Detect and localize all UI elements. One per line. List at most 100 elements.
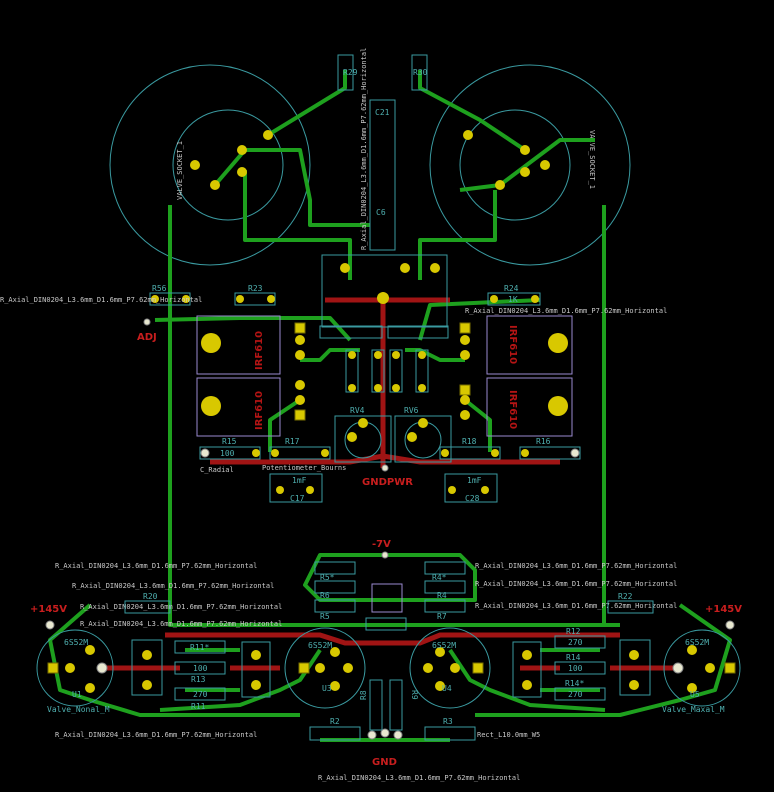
coupling-capacitors[interactable] [131, 639, 651, 698]
resistor-row-lower[interactable]: R15 100 R17 R18 R16 C_Radial Potentiomete… [199, 437, 581, 474]
footprint-label: R_Axial_DIN0204_L3.6mm_D1.6mm_P7.62mm_Ho… [55, 731, 257, 739]
mosfet-irf610-2[interactable]: IRF610 [196, 377, 306, 437]
ref-label: R22 [618, 592, 633, 601]
valve-socket-left[interactable]: VALVE_SOCKET_1 [109, 64, 311, 266]
mosfet-irf610-4[interactable]: IRF610 [459, 377, 573, 437]
value-label: 6S52M [685, 638, 709, 647]
mosfet-irf610-1[interactable]: IRF610 [196, 315, 306, 375]
footprint-label: R_Axial_DIN0204_L3.6mm_D1.6mm_P7.62mm_Ho… [465, 307, 667, 315]
net-label-adj: ADJ [137, 332, 157, 343]
capacitor-c17[interactable]: 1mF C17 [269, 473, 323, 503]
value-label: 6S52M [432, 641, 456, 650]
value-label: 100 [193, 664, 208, 673]
value-label: 100 [568, 664, 583, 673]
valve-socket-right[interactable]: VALVE_SOCKET_1 [429, 64, 631, 266]
ref-label: R14 [566, 653, 581, 662]
ref-label: R7 [437, 612, 447, 621]
ref-label: R24 [504, 284, 519, 293]
trimmer-rv4[interactable]: RV4 [334, 406, 392, 463]
net-label-pos145-left: +145V [30, 604, 67, 615]
ref-label: R18 [462, 437, 477, 446]
footprint-label: Valve_Nonal_M [47, 705, 110, 714]
ref-label: R20 [143, 592, 158, 601]
ref-label: C6 [376, 208, 386, 217]
ref-label: R30 [413, 68, 428, 77]
value-label: 6S52M [308, 641, 332, 650]
ref-label: R11 [191, 702, 206, 711]
ref-label: R6 [320, 591, 330, 600]
ref-label: VALVE_SOCKET_1 [588, 130, 596, 189]
value-label: 1mF [292, 476, 307, 485]
footprint-label: R_Axial_DIN0204_L3.6mm_D1.6mm_P7.62mm_Ho… [475, 602, 677, 610]
power-traces [100, 297, 680, 671]
ref-label: R4 [437, 591, 447, 600]
footprint-label: Valve_Maxal_M [662, 705, 725, 714]
trimmer-rv6[interactable]: RV6 [394, 406, 452, 463]
ref-label: R5* [320, 573, 335, 582]
top-center-components[interactable]: R29 R30 C21 C6 R_Axial_DIN0204_L3.6mm_D1… [321, 48, 448, 328]
ref-label: R56 [152, 284, 167, 293]
capacitor-c28[interactable]: 1mF C28 [444, 473, 498, 503]
valve-u4[interactable]: 6S52M U4 [409, 627, 491, 709]
footprint-label: R_Axial_DIN0204_L3.6mm_D1.6mm_P7.62mm_Ho… [55, 562, 257, 570]
ref-label: U5 [690, 690, 700, 699]
ref-label: U3 [322, 684, 332, 693]
footprint-label: Potentiometer_Bourns [262, 464, 346, 472]
part-label: IRF610 [254, 331, 265, 370]
footprint-label: R_Axial_DIN0204_L3.6mm_D1.6mm_P7.62mm_Ho… [318, 774, 520, 782]
mosfet-irf610-3[interactable]: IRF610 [459, 315, 573, 375]
ref-label: C17 [290, 494, 305, 503]
ref-label: U1 [72, 690, 82, 699]
value-label: 100 [220, 449, 235, 458]
value-label: 6S52M [64, 638, 88, 647]
value-label: 1mF [467, 476, 482, 485]
resistor-r24[interactable]: R24 1K [487, 284, 541, 306]
footprint-label: R_Axial_DIN0204_L3.6mm_D1.6mm_P7.62mm_Ho… [80, 603, 282, 611]
valve-u5[interactable]: 6S52M U5 Valve_Maxal_M [662, 620, 741, 714]
ref-label: R15 [222, 437, 237, 446]
ref-label: R2 [330, 717, 340, 726]
footprint-label: R_Axial_DIN0204_L3.6mm_D1.6mm_P7.62mm_Ho… [0, 296, 202, 304]
net-label-neg7v: -7V [372, 539, 391, 550]
ref-label: R5 [320, 612, 330, 621]
footprint-label: R_Axial_DIN0204_L3.6mm_D1.6mm_P7.62mm_Ho… [72, 582, 274, 590]
resistor-r23[interactable]: R23 [234, 284, 276, 306]
value-label: 1K [508, 295, 518, 304]
ref-label: R11* [190, 643, 209, 652]
ref-label: R14* [565, 679, 584, 688]
ref-label: R13 [191, 675, 206, 684]
value-label: 270 [568, 690, 583, 699]
valve-u3[interactable]: 6S52M U3 [284, 627, 366, 709]
ref-label: C21 [375, 108, 390, 117]
footprint-label: R_Axial_DIN0204_L3.6mm_D1.6mm_P7.62mm_Ho… [475, 562, 677, 570]
regulator-block[interactable]: R5* R6 R5 R4* R4 R7 R_Axial_DIN0204_L3.6… [55, 561, 677, 631]
valve-u1[interactable]: 6S52M U1 Valve_Nonal_M [36, 620, 114, 714]
ref-label: RV4 [350, 406, 365, 415]
ref-label: C28 [465, 494, 480, 503]
socket-pads [190, 130, 550, 190]
ref-label: VALVE_SOCKET_1 [176, 141, 184, 200]
footprint-label: R_Axial_DIN0204_L3.6mm_D1.6mm_P7.62mm_Ho… [360, 48, 368, 250]
footprint-label: C_Radial [200, 466, 234, 474]
net-label-pos145-right: +145V [705, 604, 742, 615]
vertical-resistors[interactable] [319, 325, 449, 393]
resistor-r56[interactable]: R56 R_Axial_DIN0204_L3.6mm_D1.6mm_P7.62m… [0, 284, 202, 306]
ref-label: R9 [410, 690, 419, 700]
ref-label: R8 [359, 690, 368, 700]
part-label: IRF610 [507, 325, 518, 364]
footprint-label: R_Axial_DIN0204_L3.6mm_D1.6mm_P7.62mm_Ho… [80, 620, 282, 628]
ref-label: R17 [285, 437, 300, 446]
footprint-label: R_Axial_DIN0204_L3.6mm_D1.6mm_P7.62mm_Ho… [475, 580, 677, 588]
net-label-gnd: GND [372, 757, 397, 768]
ref-label: R23 [248, 284, 263, 293]
footprint-label: Rect_L10.0mm_W5 [477, 731, 540, 739]
ref-label: R4* [432, 573, 447, 582]
ref-label: R29 [343, 68, 358, 77]
part-label: IRF610 [507, 390, 518, 429]
ref-label: R12 [566, 627, 581, 636]
ref-label: R16 [536, 437, 551, 446]
value-label: 270 [193, 690, 208, 699]
net-label-gndpwr: GNDPWR [362, 477, 413, 488]
